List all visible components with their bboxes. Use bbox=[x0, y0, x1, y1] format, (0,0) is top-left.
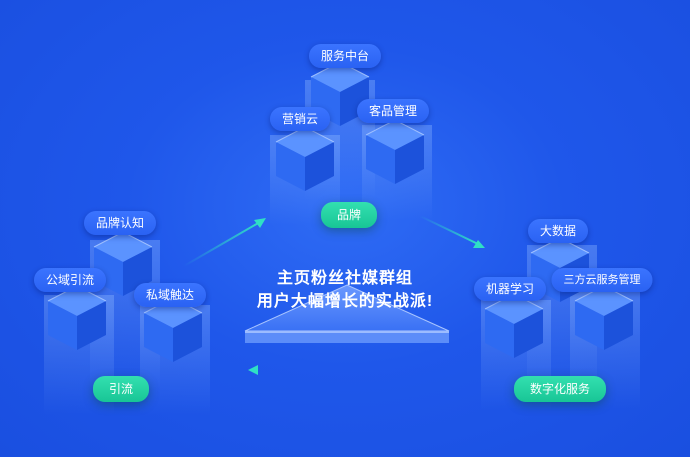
arrow-icon bbox=[419, 215, 485, 248]
group-label-traffic: 引流 bbox=[92, 376, 150, 402]
cube-icon bbox=[46, 284, 108, 352]
arrow-icon bbox=[183, 218, 266, 267]
arrow-icon bbox=[248, 365, 456, 375]
node-label: 机器学习 bbox=[473, 277, 547, 301]
cube-icon bbox=[364, 118, 426, 186]
node-label: 大数据 bbox=[527, 219, 589, 243]
cube-icon bbox=[573, 284, 635, 352]
headline-line-2: 用户大幅增长的实战派! bbox=[256, 293, 434, 310]
group-label-brand: 品牌 bbox=[320, 202, 378, 228]
cube-icon bbox=[309, 60, 371, 128]
node-label: 三方云服务管理 bbox=[551, 268, 653, 292]
cube-icon bbox=[483, 292, 545, 360]
node-label: 营销云 bbox=[269, 107, 331, 131]
node-label: 公域引流 bbox=[33, 268, 107, 292]
node-label: 私域触达 bbox=[133, 283, 207, 307]
center-platform bbox=[244, 284, 450, 343]
group-label-digital: 数字化服务 bbox=[513, 376, 607, 402]
node-label: 客品管理 bbox=[356, 99, 430, 123]
headline-line-1: 主页粉丝社媒群组 bbox=[276, 270, 414, 287]
node-label: 品牌认知 bbox=[83, 211, 157, 235]
cube-icon bbox=[274, 125, 336, 193]
node-label: 服务中台 bbox=[308, 44, 382, 68]
